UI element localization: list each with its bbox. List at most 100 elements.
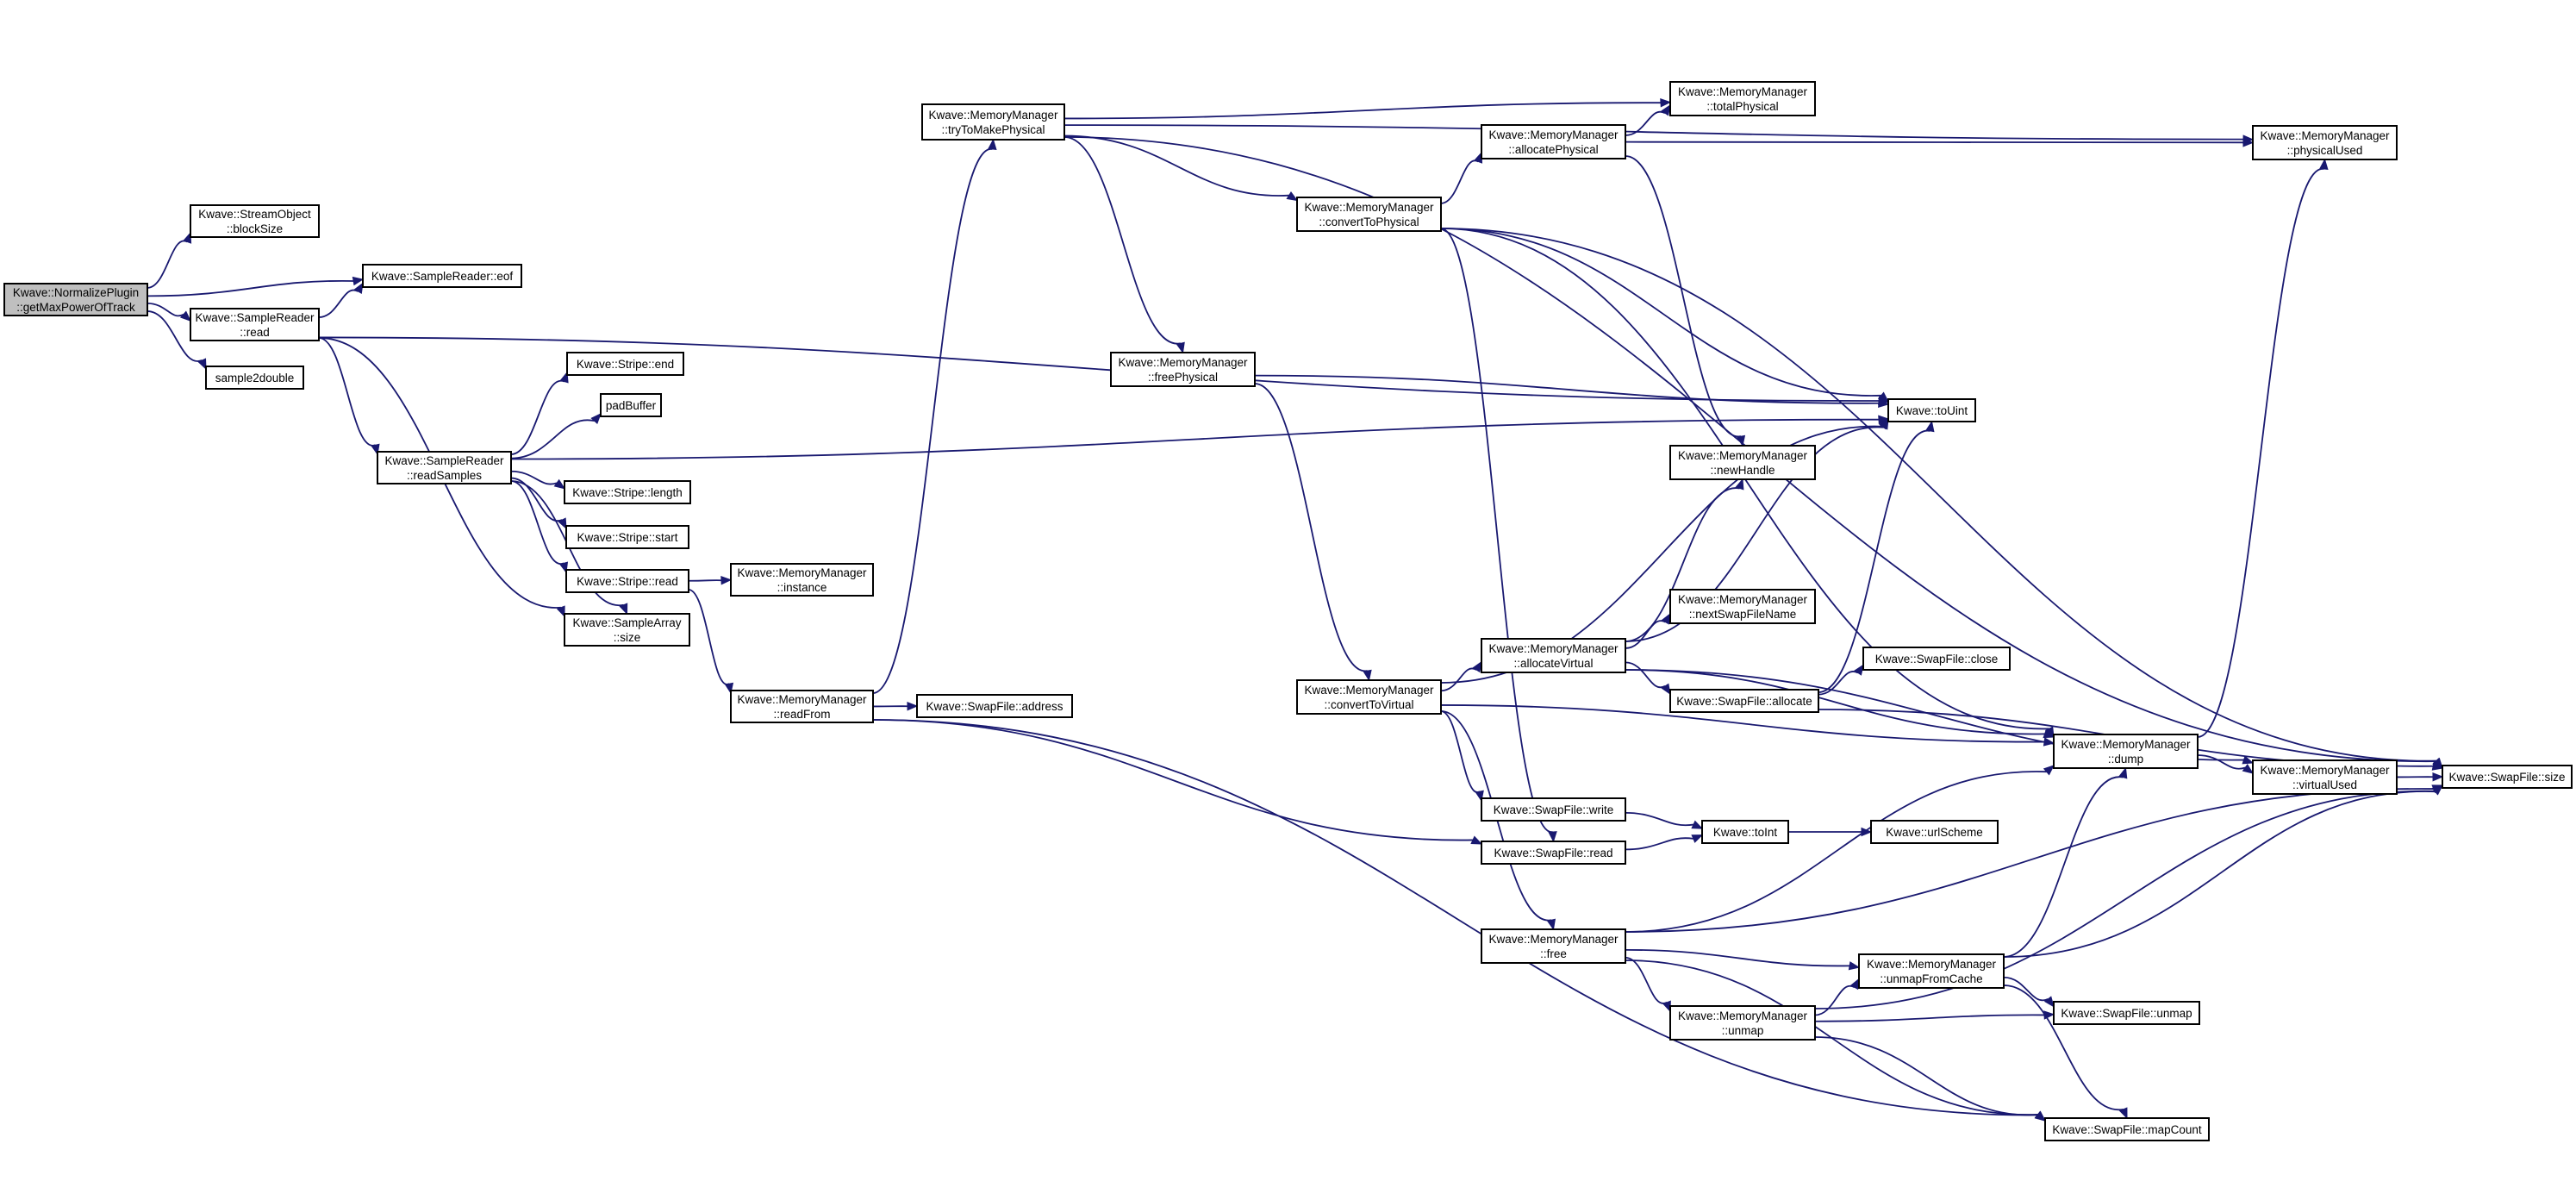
arrow-head xyxy=(2242,138,2255,147)
edge-tryToMake-to-physUsed xyxy=(1063,124,2255,144)
node-kwave-normalizeplugin-getmaxpoweroftrack[interactable]: Kwave::NormalizePlugin::getMaxPowerOfTra… xyxy=(3,283,148,316)
edge-dump-to-physUsed xyxy=(2197,158,2329,738)
node-kwave-stripe-end[interactable]: Kwave::Stripe::end xyxy=(566,352,684,376)
node-kwave-memorymanager-nextswapfilename[interactable]: Kwave::MemoryManager::nextSwapFileName xyxy=(1669,589,1816,624)
node-kwave-memorymanager-converttophysical[interactable]: Kwave::MemoryManager::convertToPhysical xyxy=(1296,197,1442,232)
node-kwave-swapfile-allocate[interactable]: Kwave::SwapFile::allocate xyxy=(1669,689,1819,713)
edge-line xyxy=(1440,228,1881,397)
node-kwave-swapfile-write[interactable]: Kwave::SwapFile::write xyxy=(1481,797,1626,822)
node-label: ::blockSize xyxy=(227,222,283,235)
node-kwave-memorymanager-freephysical[interactable]: Kwave::MemoryManager::freePhysical xyxy=(1110,352,1256,387)
node-box xyxy=(1669,445,1816,480)
edge-allocPhys-to-totalPhys xyxy=(1625,103,1671,136)
node-kwave-memorymanager-allocatephysical[interactable]: Kwave::MemoryManager::allocatePhysical xyxy=(1481,124,1626,159)
node-kwave-memorymanager-totalphysical[interactable]: Kwave::MemoryManager::totalPhysical xyxy=(1669,81,1816,116)
arrow-head xyxy=(1925,420,1935,433)
node-kwave-stripe-read[interactable]: Kwave::Stripe::read xyxy=(565,569,689,593)
arrow-head xyxy=(1660,98,1672,108)
arrow-head xyxy=(907,702,919,711)
node-kwave-memorymanager-instance[interactable]: Kwave::MemoryManager::instance xyxy=(730,563,874,597)
edge-line xyxy=(318,337,376,447)
node-kwave-memorymanager-free[interactable]: Kwave::MemoryManager::free xyxy=(1481,928,1626,964)
edge-freePhys-to-convToVirt xyxy=(1254,383,1372,682)
edge-mmFree-to-sfSize xyxy=(1625,784,2444,933)
node-label: Kwave::MemoryManager xyxy=(1678,1009,1808,1022)
arrow-head xyxy=(559,371,569,384)
node-kwave-memorymanager-newhandle[interactable]: Kwave::MemoryManager::newHandle xyxy=(1669,445,1816,480)
arrow-head xyxy=(2043,765,2055,776)
edge-mmFree-to-dump xyxy=(1625,765,2055,933)
edge-allocVirt-to-toUint xyxy=(1625,417,1889,642)
edge-sfWrite-to-toInt xyxy=(1625,812,1704,829)
edge-dump-to-virtUsed xyxy=(2197,754,2255,774)
edge-line xyxy=(1063,102,1662,120)
node-label: Kwave::MemoryManager xyxy=(737,566,867,579)
node-kwave-swapfile-unmap[interactable]: Kwave::SwapFile::unmap xyxy=(2053,1001,2200,1025)
edge-readFrom-to-sfAddress xyxy=(872,702,919,711)
arrow-head xyxy=(1286,191,1299,202)
node-kwave-samplereader-read[interactable]: Kwave::SampleReader::read xyxy=(190,308,320,341)
node-kwave-stripe-start[interactable]: Kwave::Stripe::start xyxy=(565,525,689,549)
edge-line xyxy=(1625,487,1740,642)
node-label: Kwave::SampleArray xyxy=(572,616,681,629)
node-box xyxy=(2442,765,2573,789)
node-label: Kwave::Stripe::start xyxy=(577,531,677,544)
node-label: Kwave::NormalizePlugin xyxy=(13,286,139,299)
node-kwave-memorymanager-unmap[interactable]: Kwave::MemoryManager::unmap xyxy=(1669,1005,1816,1041)
node-kwave-memorymanager-dump[interactable]: Kwave::MemoryManager::dump xyxy=(2053,734,2199,769)
node-kwave-swapfile-read[interactable]: Kwave::SwapFile::read xyxy=(1481,841,1626,865)
edge-convToPhys-to-sfSize xyxy=(1440,228,2443,770)
node-label: ::allocateVirtual xyxy=(1513,657,1593,670)
edge-line xyxy=(1625,771,2047,933)
node-kwave-memorymanager-virtualused[interactable]: Kwave::MemoryManager::virtualUsed xyxy=(2252,759,2398,795)
node-kwave-memorymanager-unmapfromcache[interactable]: Kwave::MemoryManager::unmapFromCache xyxy=(1858,953,2005,989)
node-kwave-stripe-length[interactable]: Kwave::Stripe::length xyxy=(564,480,691,504)
arrow-head xyxy=(988,138,997,150)
edge-unmapCache-to-sfSize xyxy=(2003,784,2443,958)
node-label: Kwave::MemoryManager xyxy=(1488,642,1619,655)
node-kwave-samplearray-size[interactable]: Kwave::SampleArray::size xyxy=(564,613,690,647)
node-kwave-urlscheme[interactable]: Kwave::urlScheme xyxy=(1870,820,1999,844)
arrow-head xyxy=(2431,761,2444,771)
edge-line xyxy=(1625,620,1666,649)
node-box xyxy=(916,694,1073,718)
node-label: ::readFrom xyxy=(773,708,830,721)
node-label: Kwave::Stripe::length xyxy=(572,486,683,499)
edge-line xyxy=(510,470,558,485)
node-kwave-swapfile-close[interactable]: Kwave::SwapFile::close xyxy=(1862,647,2011,671)
arrow-head xyxy=(1176,341,1185,354)
node-kwave-streamobject-blocksize[interactable]: Kwave::StreamObject::blockSize xyxy=(190,204,320,238)
edge-line xyxy=(2197,168,2324,738)
node-kwave-samplereader-readsamples[interactable]: Kwave::SampleReader::readSamples xyxy=(377,451,512,484)
edge-line xyxy=(1440,228,2049,730)
edge-line xyxy=(2003,791,2436,958)
edge-line xyxy=(1625,669,2045,735)
edge-virtUsed-to-sfSize xyxy=(2396,772,2444,782)
node-kwave-memorymanager-converttovirtual[interactable]: Kwave::MemoryManager::convertToVirtual xyxy=(1296,679,1442,715)
arrow-head xyxy=(197,358,207,371)
arrow-head xyxy=(590,413,602,425)
node-kwave-touint[interactable]: Kwave::toUint xyxy=(1887,398,1976,422)
node-kwave-memorymanager-allocatevirtual[interactable]: Kwave::MemoryManager::allocateVirtual xyxy=(1481,638,1626,673)
node-kwave-swapfile-size[interactable]: Kwave::SwapFile::size xyxy=(2442,765,2573,789)
node-kwave-memorymanager-trytomakephysical[interactable]: Kwave::MemoryManager::tryToMakePhysical xyxy=(921,103,1065,141)
node-kwave-samplereader-eof[interactable]: Kwave::SampleReader::eof xyxy=(362,264,522,288)
node-box xyxy=(2044,1117,2210,1141)
node-padbuffer[interactable]: padBuffer xyxy=(600,393,662,417)
edge-line xyxy=(1625,788,2434,933)
edge-allocVirt-to-dump xyxy=(1625,669,2055,739)
node-kwave-memorymanager-readfrom[interactable]: Kwave::MemoryManager::readFrom xyxy=(730,690,874,723)
edge-line xyxy=(2003,776,2124,958)
node-box xyxy=(565,525,689,549)
node-sample2double[interactable]: sample2double xyxy=(205,366,304,390)
edge-srRead-to-readSamples xyxy=(318,337,380,456)
node-kwave-swapfile-mapcount[interactable]: Kwave::SwapFile::mapCount xyxy=(2044,1117,2210,1141)
node-label: ::free xyxy=(1540,947,1567,960)
node-kwave-toint[interactable]: Kwave::toInt xyxy=(1701,820,1789,844)
arrow-head xyxy=(1691,834,1704,843)
node-kwave-swapfile-address[interactable]: Kwave::SwapFile::address xyxy=(916,694,1073,718)
node-kwave-memorymanager-physicalused[interactable]: Kwave::MemoryManager::physicalUsed xyxy=(2252,125,2398,160)
edge-line xyxy=(510,480,564,565)
node-label: ::getMaxPowerOfTrack xyxy=(16,301,135,314)
edge-allocVirt-to-newHandle xyxy=(1625,478,1744,642)
